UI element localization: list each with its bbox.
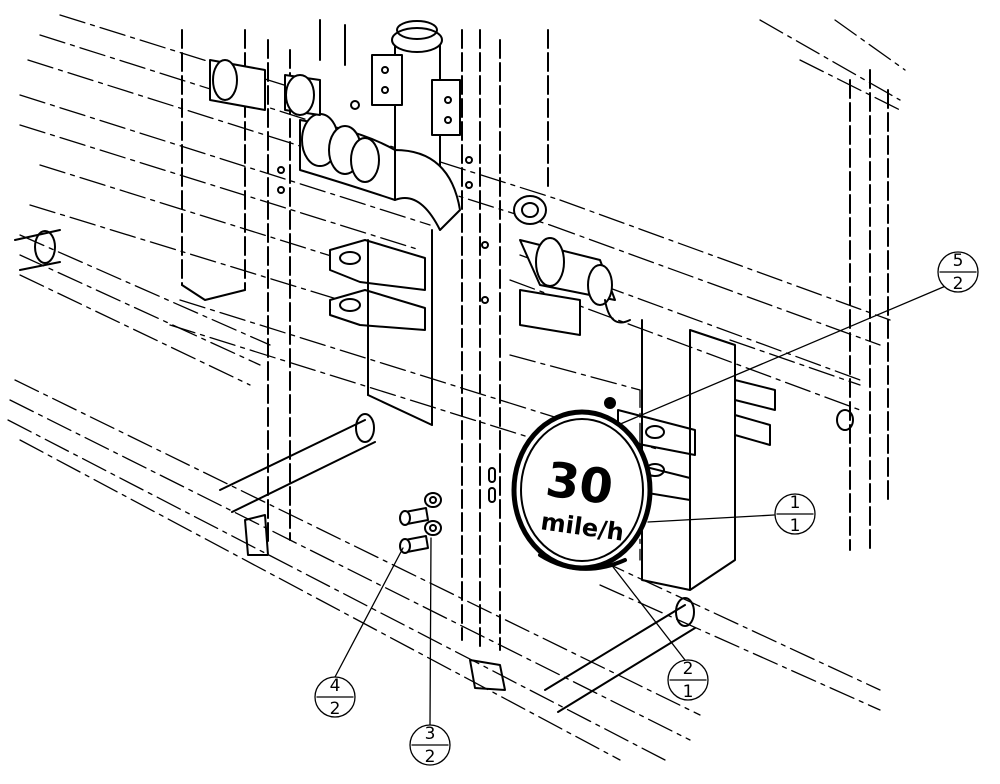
callout-2-item: 2 <box>683 659 694 679</box>
frame-rails <box>19 14 906 476</box>
callout-3-qty: 2 <box>425 747 436 767</box>
speed-sign: 30 mile/h <box>511 409 653 571</box>
callout-2: 2 1 <box>667 659 709 702</box>
mounting-plate <box>509 354 854 561</box>
callout-1-item: 1 <box>790 493 801 513</box>
bracket-plates <box>329 229 433 426</box>
callout-4: 4 2 <box>314 676 356 719</box>
pipe-assembly <box>209 20 461 231</box>
right-coupling <box>513 195 631 336</box>
front-crossbar <box>7 234 881 761</box>
vertical-posts <box>181 19 889 651</box>
bolts <box>399 507 429 554</box>
callout-4-item: 4 <box>330 676 341 696</box>
washers <box>424 492 442 536</box>
callout-3-item: 3 <box>425 724 436 744</box>
callout-5-item: 5 <box>953 251 964 271</box>
mounting-slots <box>277 156 496 503</box>
callout-3: 3 2 <box>409 724 451 767</box>
speed-value: 30 <box>542 452 616 517</box>
tube-stubs <box>14 229 696 713</box>
leader-lines <box>334 284 949 726</box>
callout-1: 1 1 <box>774 493 816 536</box>
callout-5: 5 2 <box>937 251 979 294</box>
callout-5-qty: 2 <box>953 274 964 294</box>
callout-2-qty: 1 <box>683 682 694 702</box>
callout-1-qty: 1 <box>790 516 801 536</box>
callout-4-qty: 2 <box>330 699 341 719</box>
